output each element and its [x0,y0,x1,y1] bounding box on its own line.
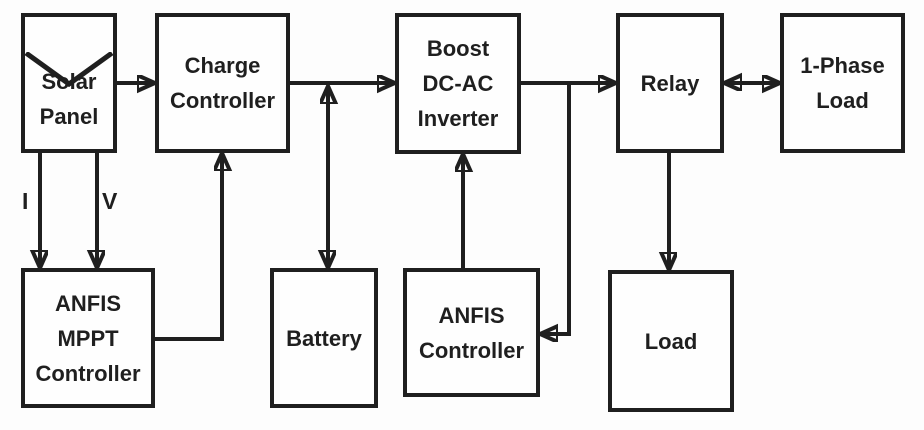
battery-label: Battery [286,325,362,351]
connector-feedback-to-anfis-controller [540,83,571,334]
block-one-phase-load: 1-Phase Load [780,13,905,153]
voltage-signal-label: V [102,188,118,214]
block-solar-panel: Solar Panel [21,13,117,153]
block-battery: Battery [270,268,378,408]
block-anfis-controller: ANFIS Controller [403,268,540,397]
solar-panel-label: Solar Panel [39,69,99,129]
current-signal-label: I [22,188,29,214]
block-charge-controller: Charge Controller [155,13,290,153]
charge-controller-label: Charge Controller [169,53,276,113]
block-boost-dc-ac-inverter: Boost DC-AC Inverter [395,13,521,154]
anfis-mppt-label: ANFIS MPPT Controller [35,290,141,386]
one-phase-load-label: 1-Phase Load [800,53,885,113]
relay-label: Relay [640,70,700,96]
block-relay: Relay [616,13,724,153]
block-anfis-mppt-controller: ANFIS MPPT Controller [21,268,155,408]
solar-panel-chevron-icon [25,17,113,88]
anfis-controller-label: ANFIS Controller [418,302,525,363]
block-load: Load [608,270,734,412]
connector-mppt-to-charge [155,153,222,341]
boost-inverter-label: Boost DC-AC Inverter [417,36,499,131]
load-label: Load [644,328,698,354]
